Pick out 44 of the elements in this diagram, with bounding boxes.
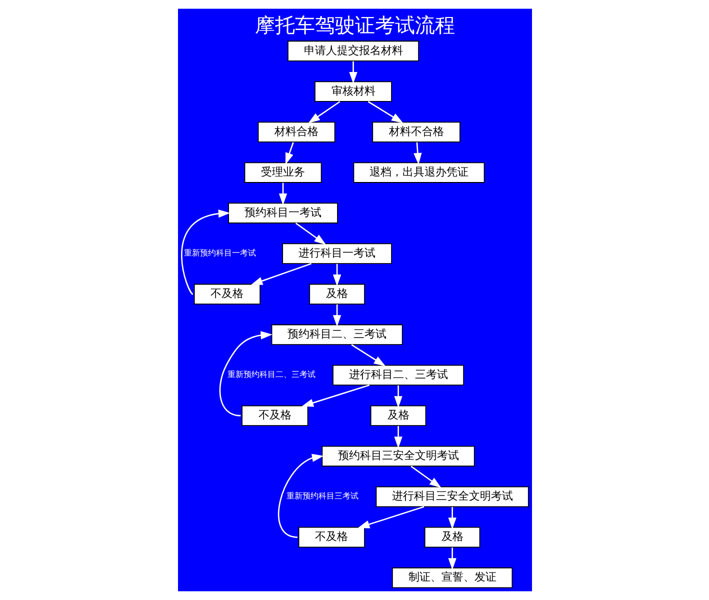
node-box: 进行科目二、三考试 — [332, 364, 464, 386]
arrow — [394, 426, 402, 448]
node-box: 受理业务 — [244, 162, 322, 183]
node-box: 不及格 — [298, 526, 364, 548]
node-box: 及格 — [370, 405, 426, 426]
arrow — [350, 344, 386, 366]
node-box: 材料合格 — [257, 122, 335, 142]
arrow — [410, 466, 441, 488]
arrow — [285, 142, 294, 165]
arrow — [448, 548, 456, 570]
arrow — [367, 101, 403, 124]
arrow — [278, 182, 287, 206]
arrow — [180, 210, 230, 295]
node-box: 不及格 — [241, 405, 308, 426]
node-box: 制证、宣誓、发证 — [391, 567, 512, 588]
node-box: 预约科目二、三考试 — [270, 324, 402, 346]
node-box: 进行科目一考试 — [282, 243, 392, 264]
arrow — [294, 222, 326, 245]
arrow — [218, 331, 272, 416]
node-box: 申请人提交报名材料 — [287, 40, 418, 62]
edge-label: 重新预约科目二、三考试 — [226, 369, 315, 380]
edge-label: 重新预约科目一考试 — [183, 248, 256, 258]
arrow — [278, 454, 324, 538]
arrow — [301, 384, 370, 407]
node-box: 预约科目一考试 — [228, 202, 338, 224]
node-box: 预约科目三安全文明考试 — [321, 446, 474, 467]
node-box: 进行科目三安全文明考试 — [375, 486, 528, 508]
arrow — [448, 507, 456, 530]
arrow — [394, 385, 402, 408]
arrow — [308, 101, 340, 124]
arrow — [332, 264, 341, 286]
arrow — [413, 142, 422, 165]
node-box: 退档，出具退办凭证 — [352, 162, 484, 183]
arrow — [348, 61, 357, 84]
node-box: 及格 — [424, 526, 480, 548]
node-box: 材料不合格 — [372, 122, 460, 142]
arrow — [332, 304, 341, 327]
diagram-title: 摩托车驾驶证考试流程 — [254, 14, 454, 37]
arrow — [357, 506, 424, 528]
node-box: 及格 — [308, 284, 364, 304]
node-box: 审核材料 — [314, 81, 392, 102]
node-box: 不及格 — [193, 284, 260, 304]
edge-label: 重新预约科目三考试 — [286, 490, 358, 501]
arrow — [250, 262, 312, 285]
